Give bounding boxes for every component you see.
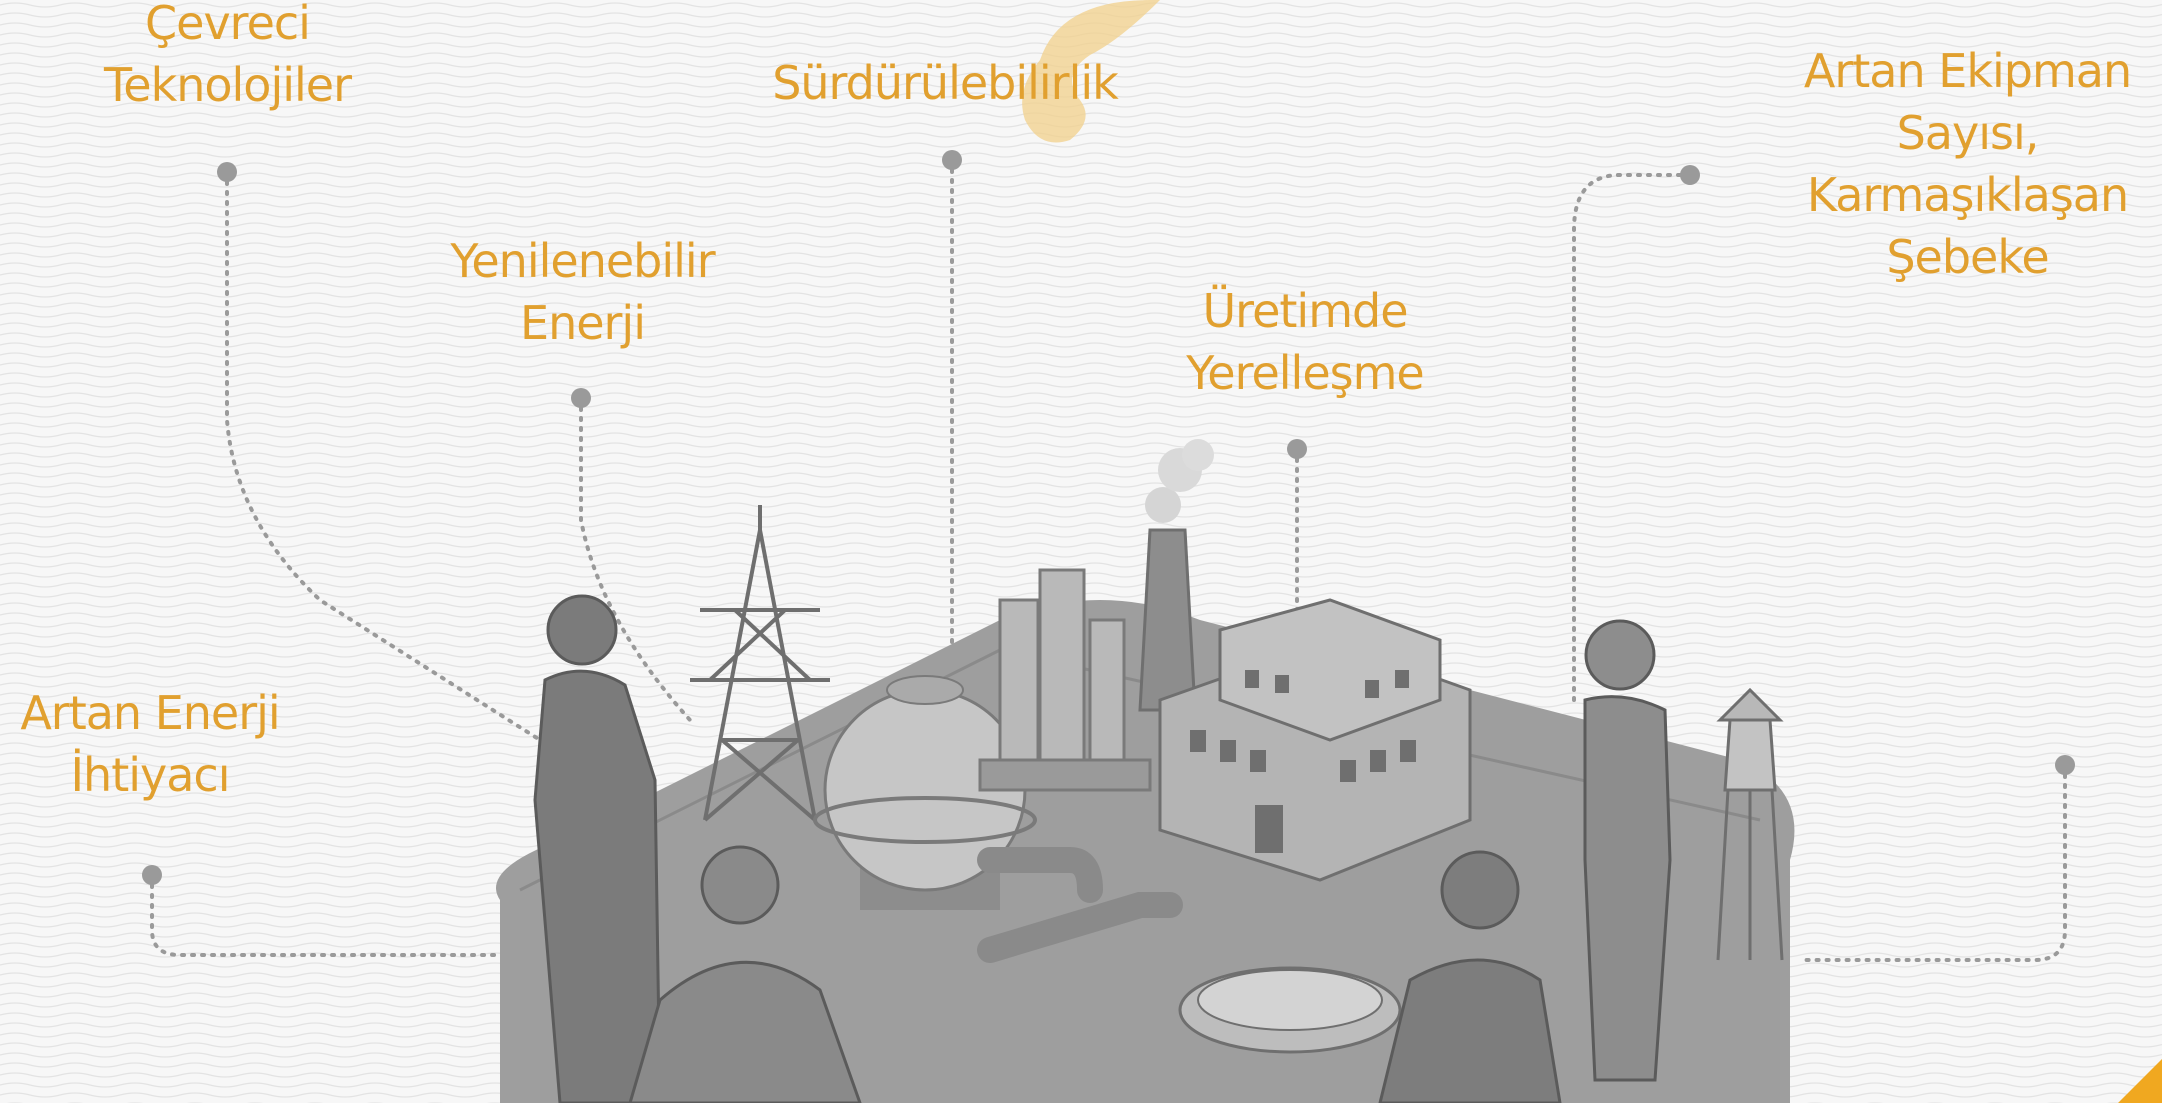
connector-artan-ekipman xyxy=(1572,173,1692,702)
distillation-columns xyxy=(978,568,1152,792)
accent-corner xyxy=(2118,1059,2162,1103)
label-uretimde-yerellesme: Üretimde Yerelleşme xyxy=(1186,284,1424,400)
person-with-glasses xyxy=(1378,850,1562,1103)
label-surdurulebilirlik: Sürdürülebilirlik xyxy=(772,56,1119,110)
connector-dot-right xyxy=(2055,755,2075,775)
person-standing-left xyxy=(533,594,662,1103)
pipes xyxy=(977,847,1183,963)
connector-dot-cevreci xyxy=(217,162,237,182)
spherical-tank xyxy=(813,675,1037,910)
connector-dot-uretimde xyxy=(1287,439,1307,459)
factory-building xyxy=(1158,598,1472,882)
label-yenilenebilir-enerji: Yenilenebilir Enerji xyxy=(450,234,715,350)
label-artan-enerji-ihtiyaci: Artan Enerji İhtiyacı xyxy=(20,686,280,802)
water-tower xyxy=(1716,687,1784,961)
label-cevreci-teknolojiler: Çevreci Teknolojiler xyxy=(104,0,352,112)
connector-right xyxy=(1798,763,2067,962)
person-standing-right xyxy=(1583,619,1672,1082)
label-artan-ekipman-sayisi: Artan Ekipman Sayısı, Karmaşıklaşan Şebe… xyxy=(1803,44,2132,284)
connector-dot-artan-ekipman xyxy=(1680,165,1700,185)
power-pylon xyxy=(690,505,830,822)
connector-dot-artan-enerji xyxy=(142,865,162,885)
connector-dot-surdurulebilirlik xyxy=(942,150,962,170)
chimney xyxy=(1138,439,1214,712)
connector-cevreci xyxy=(225,170,542,742)
connector-yenilenebilir xyxy=(579,396,692,722)
water-treatment-tank xyxy=(1178,966,1402,1054)
connector-dot-yenilenebilir xyxy=(571,388,591,408)
person-scratching-head xyxy=(628,845,862,1103)
